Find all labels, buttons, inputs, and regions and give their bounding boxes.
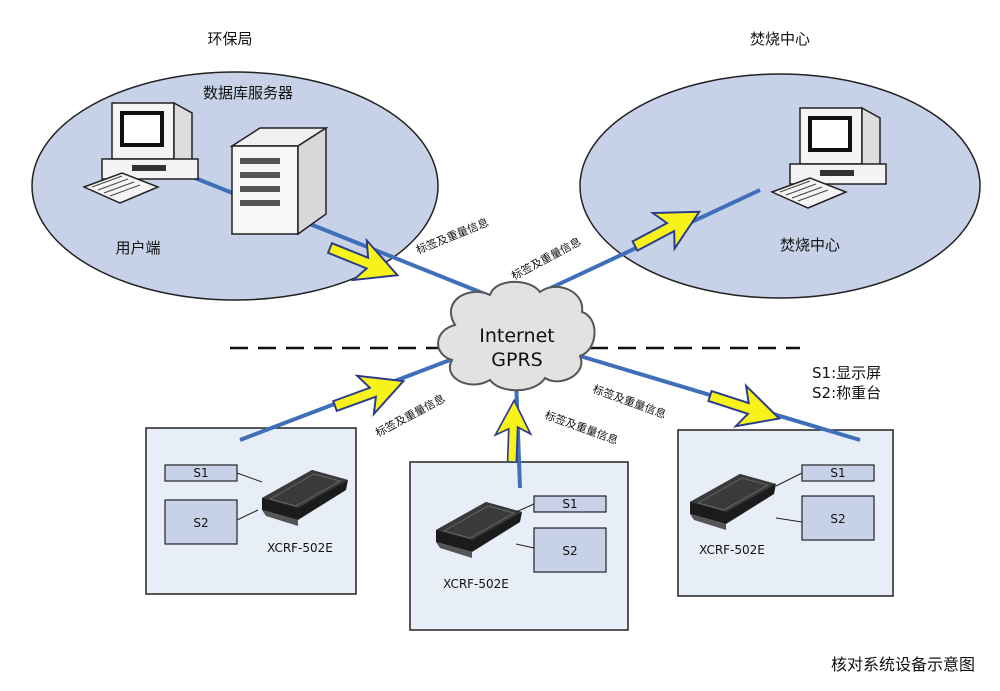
device-model-label: XCRF-502E [699, 543, 765, 557]
s2-box-2 [533, 527, 607, 573]
server-icon [229, 126, 329, 236]
cloud-label-gprs: GPRS [491, 349, 542, 371]
cloud-label-internet: Internet [479, 325, 554, 347]
server-label: 数据库服务器 [203, 84, 293, 102]
incinerator-region [579, 73, 981, 299]
s2-label: S2 [193, 516, 208, 530]
lightning-icon [493, 398, 533, 464]
s1-label: S1 [562, 497, 577, 511]
diagram-caption: 核对系统设备示意图 [831, 655, 975, 674]
s2-label: S2 [562, 544, 577, 558]
incinerator-title: 焚烧中心 [750, 30, 810, 48]
link-label: 标签及重量信息 [543, 408, 620, 447]
device-model-label: XCRF-502E [443, 577, 509, 591]
client-label: 用户端 [115, 239, 160, 257]
s2-label: S2 [830, 512, 845, 526]
incinerator-pc-label: 焚烧中心 [780, 236, 840, 254]
s2-box-1 [164, 499, 238, 545]
link-label: 标签及重量信息 [509, 234, 584, 283]
link-epb [149, 158, 501, 302]
internet-cloud-icon [437, 280, 596, 392]
s1-label: S1 [193, 466, 208, 480]
s2-box-3 [801, 495, 875, 541]
link-label: 标签及重量信息 [591, 382, 668, 421]
legend-s1: S1:显示屏 [812, 364, 881, 382]
device-model-label: XCRF-502E [267, 541, 333, 555]
legend-s2: S2:称重台 [812, 384, 881, 402]
s1-label: S1 [830, 466, 845, 480]
epb-title: 环保局 [207, 30, 252, 48]
lightning-icon [702, 375, 787, 440]
